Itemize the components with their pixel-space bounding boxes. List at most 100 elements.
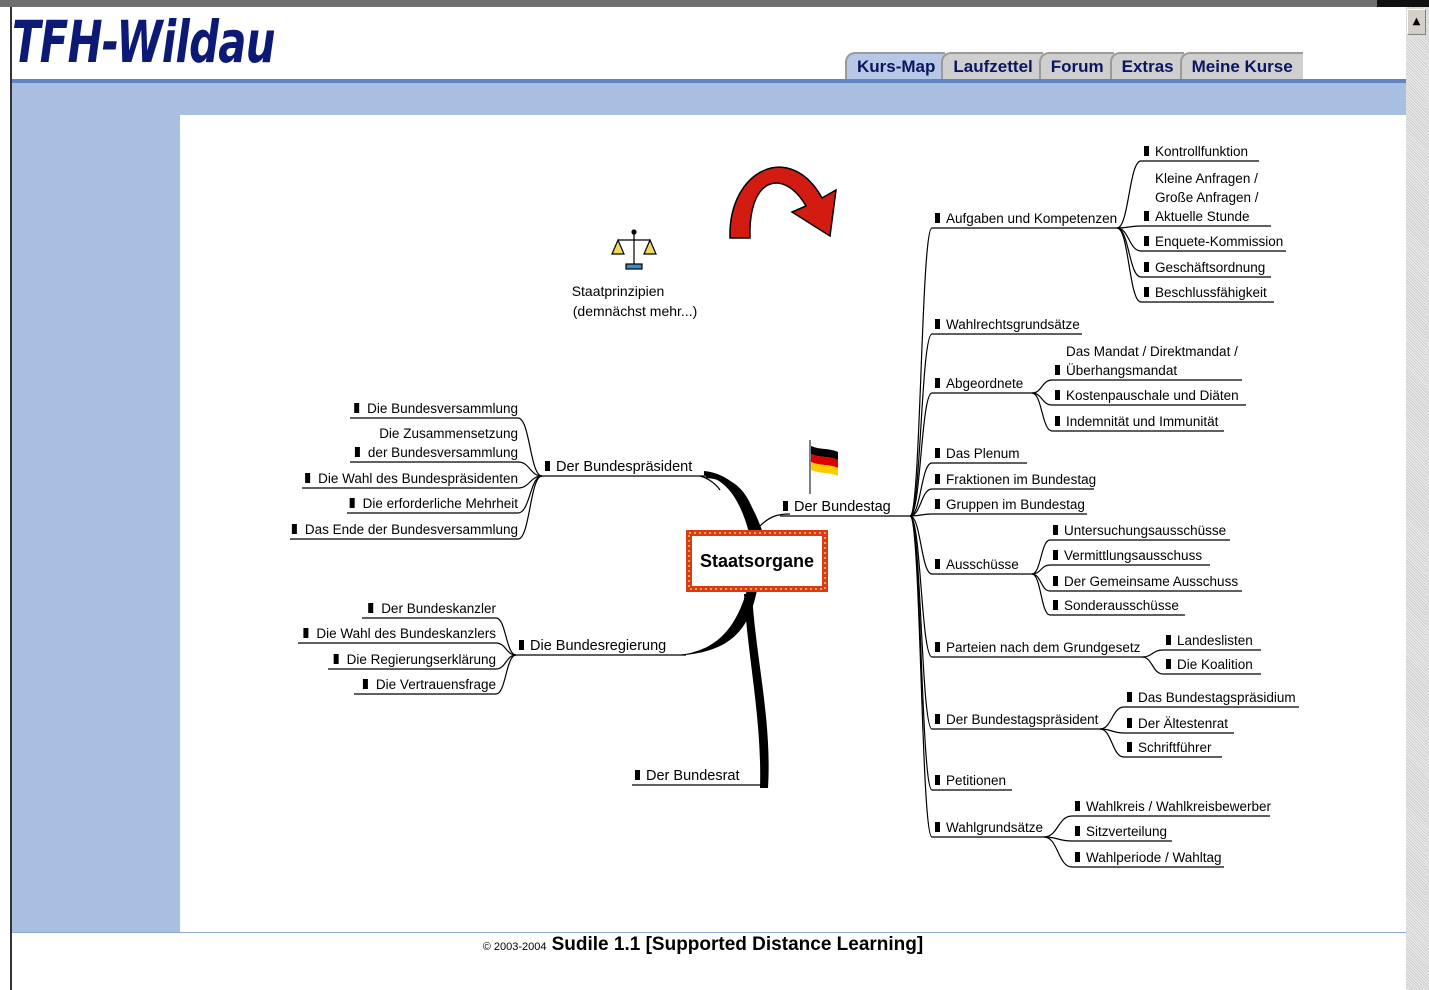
map-node-ausschüsse[interactable]: Ausschüsse (932, 557, 1032, 575)
document-bullet-icon (349, 498, 355, 508)
map-node-label: Wahlgrundsätze (946, 820, 1043, 835)
map-node-label: Parteien nach dem Grundgesetz (946, 640, 1141, 655)
map-node-beschlussfähigkeit[interactable]: Beschlussfähigkeit (1141, 285, 1274, 303)
map-node-die-bundesregierung[interactable]: Die Bundesregierung (516, 638, 686, 656)
map-node-kostenpauschale-und-diäten[interactable]: Kostenpauschale und Diäten (1052, 388, 1246, 406)
map-node-label: Der Bundestag (794, 499, 891, 515)
map-node-der-bundeskanzler[interactable]: Der Bundeskanzler (362, 601, 497, 619)
map-node-sitzverteilung[interactable]: Sitzverteilung (1072, 824, 1172, 842)
map-node-parteien-nach-dem-grundgesetz[interactable]: Parteien nach dem Grundgesetz (932, 640, 1142, 658)
staatprinzipien-node[interactable]: Staatprinzipien (demnächst mehr...) (572, 229, 698, 319)
scales-icon (611, 229, 657, 270)
map-node-label: Gruppen im Bundestag (946, 497, 1085, 512)
document-bullet-icon (783, 501, 788, 511)
document-bullet-icon (1127, 718, 1132, 728)
map-node-der-bundestagspräsident[interactable]: Der Bundestagspräsident (932, 712, 1100, 730)
map-node-label: Aufgaben und Kompetenzen (946, 211, 1117, 226)
map-node-label: Das Bundestagspräsidium (1138, 690, 1296, 705)
map-node-label: Der Bundeskanzler (381, 601, 496, 616)
map-node-das-mandat-direktmandat-überhangsmandat[interactable]: Das Mandat / Direktmandat /Überhangsmand… (1052, 344, 1242, 381)
tab-meine-kurse[interactable]: Meine Kurse (1179, 52, 1303, 79)
map-node-abgeordnete[interactable]: Abgeordnete (932, 376, 1032, 394)
document-bullet-icon (545, 461, 550, 471)
document-bullet-icon (1144, 262, 1149, 272)
document-bullet-icon (935, 213, 940, 223)
map-node-die-koalition[interactable]: Die Koalition (1163, 657, 1261, 675)
map-node-das-ende-der-bundesversammlung[interactable]: Das Ende der Bundesversammlung (290, 522, 518, 540)
map-node-das-bundestagspräsidium[interactable]: Das Bundestagspräsidium (1124, 690, 1299, 708)
map-node-wahlgrundsätze[interactable]: Wahlgrundsätze (932, 820, 1044, 838)
map-node-label: Die Koalition (1177, 657, 1253, 672)
document-bullet-icon (305, 473, 311, 483)
map-node-indemnität-und-immunität[interactable]: Indemnität und Immunität (1052, 414, 1224, 432)
document-bullet-icon (935, 775, 940, 785)
map-node-label: Kontrollfunktion (1155, 144, 1248, 159)
tab-kurs-map[interactable]: Kurs-Map (845, 52, 946, 79)
document-bullet-icon (935, 378, 940, 388)
center-node[interactable]: Staatsorgane (686, 530, 828, 592)
vertical-scrollbar[interactable]: ▲ (1406, 7, 1429, 990)
map-node-sonderausschüsse[interactable]: Sonderausschüsse (1050, 598, 1185, 616)
map-node-label: Überhangsmandat (1066, 363, 1177, 378)
map-node-label: Wahlrechtsgrundsätze (946, 317, 1080, 332)
document-bullet-icon (362, 679, 368, 689)
document-bullet-icon (1055, 365, 1060, 375)
map-node-label: Indemnität und Immunität (1066, 414, 1219, 429)
map-node-petitionen[interactable]: Petitionen (932, 773, 1012, 791)
tab-forum[interactable]: Forum (1038, 52, 1114, 79)
map-node-fraktionen-im-bundestag[interactable]: Fraktionen im Bundestag (932, 472, 1096, 490)
map-node-label: Sitzverteilung (1086, 824, 1167, 839)
map-node-wahlkreis-wahlkreisbewerber[interactable]: Wahlkreis / Wahlkreisbewerber (1072, 799, 1272, 817)
map-node-der-bundespräsident[interactable]: Der Bundespräsident (542, 459, 710, 477)
map-node-label: Beschlussfähigkeit (1155, 285, 1267, 300)
map-node-label: Die erforderliche Mehrheit (363, 496, 519, 511)
map-node-label: Das Plenum (946, 446, 1020, 461)
map-node-die-vertrauensfrage[interactable]: Die Vertrauensfrage (354, 677, 496, 695)
map-node-die-wahl-des-bundeskanzlers[interactable]: Die Wahl des Bundeskanzlers (298, 626, 496, 644)
document-bullet-icon (1144, 211, 1149, 221)
map-node-enquete-kommission[interactable]: Enquete-Kommission (1141, 234, 1286, 252)
map-node-die-regierungserklärung[interactable]: Die Regierungserklärung (328, 652, 496, 670)
map-node-das-plenum[interactable]: Das Plenum (932, 446, 1027, 464)
map-node-vermittlungsausschuss[interactable]: Vermittlungsausschuss (1050, 548, 1210, 566)
map-node-kleine-anfragen-große-anfragen-aktuelle-stunde[interactable]: Kleine Anfragen /Große Anfragen /Aktuell… (1141, 171, 1271, 227)
scroll-up-button[interactable]: ▲ (1407, 9, 1426, 35)
map-node-label: Landeslisten (1177, 633, 1253, 648)
document-bullet-icon (635, 770, 640, 780)
document-bullet-icon (1144, 236, 1149, 246)
map-node-aufgaben-und-kompetenzen[interactable]: Aufgaben und Kompetenzen (932, 211, 1117, 229)
map-node-wahlperiode-wahltag[interactable]: Wahlperiode / Wahltag (1072, 850, 1224, 868)
window-top-bar (0, 0, 1429, 7)
map-node-die-wahl-des-bundespräsidenten[interactable]: Die Wahl des Bundespräsidenten (302, 471, 518, 489)
document-bullet-icon (1053, 550, 1058, 560)
map-node-gruppen-im-bundestag[interactable]: Gruppen im Bundestag (932, 497, 1087, 515)
map-node-der-gemeinsame-ausschuss[interactable]: Der Gemeinsame Ausschuss (1050, 574, 1242, 592)
map-node-label: Die Wahl des Bundespräsidenten (318, 471, 518, 486)
map-node-label: Petitionen (946, 773, 1006, 788)
map-node-geschäftsordnung[interactable]: Geschäftsordnung (1141, 260, 1271, 278)
map-node-label: Die Bundesversammlung (367, 401, 518, 416)
map-node-label: Enquete-Kommission (1155, 234, 1283, 249)
document-bullet-icon (935, 822, 940, 832)
tab-extras[interactable]: Extras (1109, 52, 1184, 79)
map-node-schriftführer[interactable]: Schriftführer (1124, 740, 1222, 758)
map-node-die-erforderliche-mehrheit[interactable]: Die erforderliche Mehrheit (347, 496, 519, 514)
tab-laufzettel[interactable]: Laufzettel (941, 52, 1043, 79)
map-node-wahlrechtsgrundsätze[interactable]: Wahlrechtsgrundsätze (932, 317, 1082, 335)
map-node-untersuchungsausschüsse[interactable]: Untersuchungsausschüsse (1050, 523, 1230, 541)
map-node-label: Der Gemeinsame Ausschuss (1064, 574, 1238, 589)
product-text[interactable]: Sudile 1.1 [Supported Distance Learning] (551, 934, 924, 955)
map-node-landeslisten[interactable]: Landeslisten (1163, 633, 1261, 651)
map-node-der-bundesrat[interactable]: Der Bundesrat (632, 768, 768, 786)
site-logo[interactable]: TFH-Wildau (12, 8, 275, 76)
map-node-label: Kleine Anfragen / (1155, 171, 1258, 186)
map-node-die-bundesversammlung[interactable]: Die Bundesversammlung (350, 401, 518, 419)
document-bullet-icon (303, 628, 309, 638)
window-left-border (10, 7, 12, 990)
map-node-label: Die Regierungserklärung (347, 652, 496, 667)
map-node-der-ältestenrat[interactable]: Der Ältestenrat (1124, 716, 1234, 734)
document-bullet-icon (935, 559, 940, 569)
map-node-kontrollfunktion[interactable]: Kontrollfunktion (1141, 144, 1259, 162)
map-node-der-bundestag[interactable]: Der Bundestag (780, 499, 910, 517)
